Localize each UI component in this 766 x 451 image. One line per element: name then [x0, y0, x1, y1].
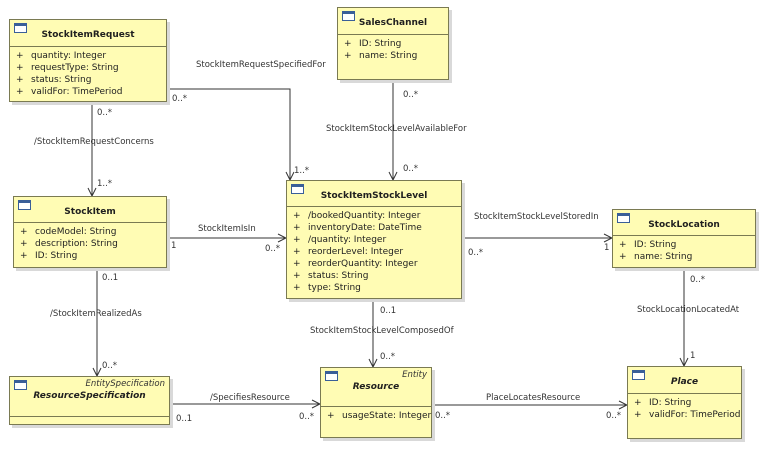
class-icon [14, 23, 27, 33]
class-icon [14, 380, 27, 390]
attribute: +inventoryDate: DateTime [293, 223, 422, 233]
attribute: +codeModel: String [20, 227, 117, 237]
attribute-list: +ID: String +name: String [613, 236, 755, 263]
attribute: +ID: String [20, 251, 78, 261]
attribute: +usageState: Integer [327, 411, 432, 421]
class-stock-location[interactable]: StockLocation +ID: String +name: String [612, 209, 756, 268]
attribute: +description: String [20, 239, 118, 249]
multiplicity-label: 1 [171, 241, 177, 251]
attribute: +status: String [293, 271, 369, 281]
attribute: +name: String [344, 51, 418, 61]
multiplicity-label: 0..1 [102, 273, 119, 283]
multiplicity-label: 0..* [299, 412, 315, 422]
multiplicity-label: 0..* [172, 94, 188, 104]
multiplicity-label: 0..* [102, 361, 118, 371]
multiplicity-label: 0..* [606, 411, 622, 421]
attribute: +reorderLevel: Integer [293, 247, 404, 257]
attribute: +validFor: TimePeriod [16, 87, 123, 97]
multiplicity-label: 0..1 [176, 414, 193, 424]
multiplicity-label: 0..* [403, 90, 419, 100]
class-stereotype: Entity [402, 370, 427, 380]
class-resource-specification[interactable]: EntitySpecification ResourceSpecificatio… [9, 376, 170, 425]
multiplicity-label: 1 [690, 351, 696, 361]
association-label: PlaceLocatesResource [486, 393, 581, 403]
attribute: +requestType: String [16, 63, 119, 73]
attribute: +quantity: Integer [16, 51, 107, 61]
association-label: /StockItemRequestConcerns [34, 137, 154, 147]
attribute: +ID: String [619, 240, 677, 250]
multiplicity-label: 0..* [380, 352, 396, 362]
association-label: StockItemStockLevelAvailableFor [326, 124, 467, 134]
multiplicity-label: 0..* [690, 275, 706, 285]
class-icon [18, 200, 31, 210]
attribute: +name: String [619, 252, 693, 262]
class-icon [342, 11, 355, 21]
association-label: StockItemStockLevelStoredIn [474, 212, 599, 222]
class-icon [632, 370, 645, 380]
class-stock-item-stock-level[interactable]: StockItemStockLevel +/bookedQuantity: In… [286, 180, 462, 299]
class-icon [325, 371, 338, 381]
association-label: StockItemIsIn [198, 224, 256, 234]
attribute-list: +ID: String +validFor: TimePeriod [628, 394, 741, 421]
class-sales-channel[interactable]: SalesChannel +ID: String +name: String [337, 7, 449, 80]
class-icon [617, 213, 630, 223]
attribute-list: +quantity: Integer +requestType: String … [10, 47, 166, 98]
line-stock-item-request-specified-for [168, 88, 290, 180]
association-label: /SpecifiesResource [210, 393, 290, 403]
class-icon [291, 184, 304, 194]
multiplicity-label: 0..1 [380, 306, 397, 316]
association-label: StockItemRequestSpecifiedFor [196, 60, 326, 70]
attribute-list: +ID: String +name: String [338, 35, 448, 62]
class-stock-item[interactable]: StockItem +codeModel: String +descriptio… [13, 196, 167, 268]
association-label: /StockItemRealizedAs [50, 309, 142, 319]
attribute-list: +usageState: Integer [321, 407, 431, 422]
class-name: Place [670, 377, 699, 387]
attribute: +/quantity: Integer [293, 235, 387, 245]
class-name: SalesChannel [358, 18, 428, 28]
attribute-list: +/bookedQuantity: Integer +inventoryDate… [287, 207, 461, 294]
attribute-list: +codeModel: String +description: String … [14, 223, 166, 262]
class-place[interactable]: Place +ID: String +validFor: TimePeriod [627, 366, 742, 439]
multiplicity-label: 0..* [97, 108, 113, 118]
multiplicity-label: 1..* [294, 166, 310, 176]
attribute: +validFor: TimePeriod [634, 410, 741, 420]
attribute: +status: String [16, 75, 92, 85]
multiplicity-label: 0..* [435, 411, 451, 421]
association-label: StockItemStockLevelComposedOf [310, 326, 454, 336]
multiplicity-label: 1 [604, 243, 610, 253]
multiplicity-label: 0..* [265, 244, 281, 254]
class-name: StockItemStockLevel [320, 191, 428, 201]
multiplicity-label: 0..* [468, 248, 484, 258]
attribute: +reorderQuantity: Integer [293, 259, 418, 269]
multiplicity-label: 0..* [403, 164, 419, 174]
class-name: StockItem [64, 207, 116, 217]
class-name: StockItemRequest [41, 30, 135, 40]
association-label: StockLocationLocatedAt [637, 305, 740, 315]
class-name: StockLocation [648, 220, 720, 230]
attribute: +type: String [293, 283, 361, 293]
class-stock-item-request[interactable]: StockItemRequest +quantity: Integer +req… [9, 19, 167, 102]
attribute: +ID: String [634, 398, 692, 408]
attribute: +ID: String [344, 39, 402, 49]
class-name: ResourceSpecification [33, 391, 146, 401]
attribute: +/bookedQuantity: Integer [293, 211, 421, 221]
class-name: Resource [352, 382, 400, 392]
class-stereotype: EntitySpecification [85, 379, 165, 389]
class-resource[interactable]: Entity Resource +usageState: Integer [320, 367, 432, 438]
multiplicity-label: 1..* [97, 179, 113, 189]
